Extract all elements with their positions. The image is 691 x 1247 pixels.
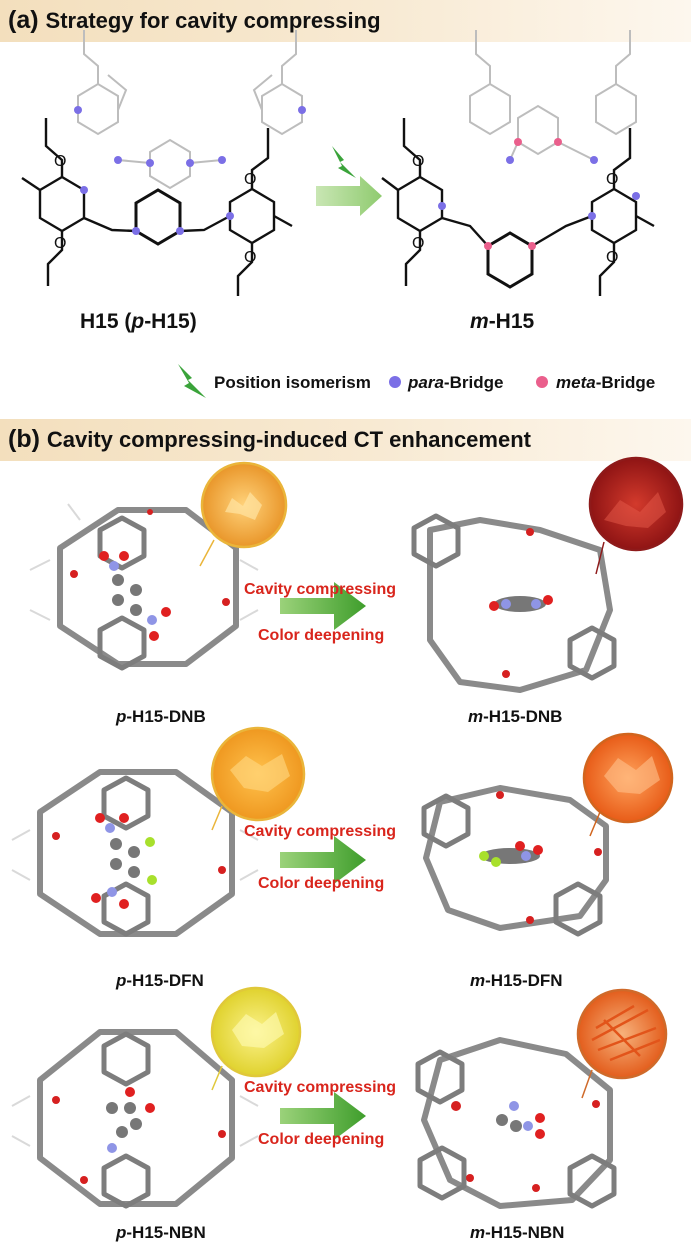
panel-b-banner: (b) Cavity compressing-induced CT enhanc… bbox=[0, 419, 691, 461]
p-h15-dfn-structure bbox=[11, 769, 259, 937]
macrocycle-p-h15: O O O O bbox=[21, 30, 306, 296]
label-m-h15-nbn: m-H15-NBN bbox=[470, 1223, 564, 1242]
svg-text:O: O bbox=[412, 235, 424, 252]
svg-text:O: O bbox=[54, 153, 66, 170]
para-bridge-dots bbox=[74, 106, 306, 235]
guest-dfn-m bbox=[479, 841, 543, 867]
svg-text:O: O bbox=[244, 249, 256, 266]
label-m-h15-dnb: m-H15-DNB bbox=[468, 707, 562, 726]
panel-b-heading: (b) Cavity compressing-induced CT enhanc… bbox=[8, 425, 531, 454]
cavity-compressing-1: Cavity compressing bbox=[244, 581, 396, 598]
row-1: Cavity compressing Color deepening p-H15… bbox=[29, 456, 684, 726]
cavity-compressing-3: Cavity compressing bbox=[244, 1079, 396, 1096]
svg-text:O: O bbox=[412, 153, 424, 170]
panel-a-letter: (a) bbox=[8, 6, 39, 34]
svg-text:O: O bbox=[244, 171, 256, 188]
panel-a-heading: (a) Strategy for cavity compressing bbox=[8, 6, 381, 35]
m-h15-dfn-structure bbox=[421, 785, 609, 937]
crystal-photo-m-nbn bbox=[576, 988, 668, 1080]
guest-dnb bbox=[99, 551, 171, 641]
color-deepening-1: Color deepening bbox=[258, 627, 384, 644]
m-h15-dnb-structure bbox=[411, 513, 617, 693]
para-dot-icon bbox=[389, 376, 401, 388]
label-p-h15-dfn: p-H15-DFN bbox=[115, 971, 204, 990]
needle-crystals bbox=[591, 1004, 661, 1062]
guest-nbn bbox=[106, 1087, 155, 1153]
legend-para-bridge: para-Bridge bbox=[407, 373, 503, 392]
macrocycle-m-h15: O O O O bbox=[381, 30, 655, 296]
label-m-h15-dfn: m-H15-DFN bbox=[470, 971, 563, 990]
color-deepening-2: Color deepening bbox=[258, 875, 384, 892]
panel-a-banner: (a) Strategy for cavity compressing bbox=[0, 0, 691, 42]
meta-bridge-dots bbox=[484, 138, 562, 250]
m-h15-label: m-H15 bbox=[470, 310, 535, 333]
svg-text:O: O bbox=[606, 249, 618, 266]
p-h15-dnb-structure bbox=[29, 503, 259, 671]
svg-text:O: O bbox=[606, 171, 618, 188]
p-h15-nbn-structure bbox=[11, 1029, 259, 1209]
legend: Position isomerism para-Bridge meta-Brid… bbox=[178, 364, 655, 398]
legend-meta-bridge: meta-Bridge bbox=[556, 373, 655, 392]
row-2: Cavity compressing Color deepening p-H15… bbox=[11, 726, 674, 990]
color-deepening-3: Color deepening bbox=[258, 1131, 384, 1148]
meta-dot-icon bbox=[536, 376, 548, 388]
guest-dnb-m bbox=[489, 595, 553, 612]
lightning-bolt-icon bbox=[178, 364, 206, 398]
isomerism-arrow bbox=[316, 146, 382, 216]
panel-b-letter: (b) bbox=[8, 425, 40, 453]
arrow-row-1 bbox=[280, 582, 366, 630]
row-3: Cavity compressing Color deepening p-H15… bbox=[11, 986, 668, 1242]
crystal-photo-m-dnb bbox=[588, 456, 684, 552]
m-h15-nbn-structure bbox=[415, 1037, 617, 1209]
svg-text:O: O bbox=[54, 235, 66, 252]
p-h15-label: H15 (p-H15) bbox=[80, 310, 197, 333]
panel-a-title: Strategy for cavity compressing bbox=[45, 8, 381, 33]
guest-nbn-m bbox=[496, 1101, 545, 1139]
legend-position-isomerism: Position isomerism bbox=[214, 373, 371, 392]
cavity-compressing-2: Cavity compressing bbox=[244, 823, 396, 840]
arrow-row-3 bbox=[280, 1092, 366, 1140]
guest-dfn bbox=[91, 813, 157, 909]
panel-b-title: Cavity compressing-induced CT enhancemen… bbox=[46, 427, 531, 452]
label-p-h15-dnb: p-H15-DNB bbox=[115, 707, 206, 726]
lightning-bolt-icon bbox=[332, 146, 356, 178]
label-p-h15-nbn: p-H15-NBN bbox=[115, 1223, 206, 1242]
arrow-row-2 bbox=[280, 836, 366, 884]
